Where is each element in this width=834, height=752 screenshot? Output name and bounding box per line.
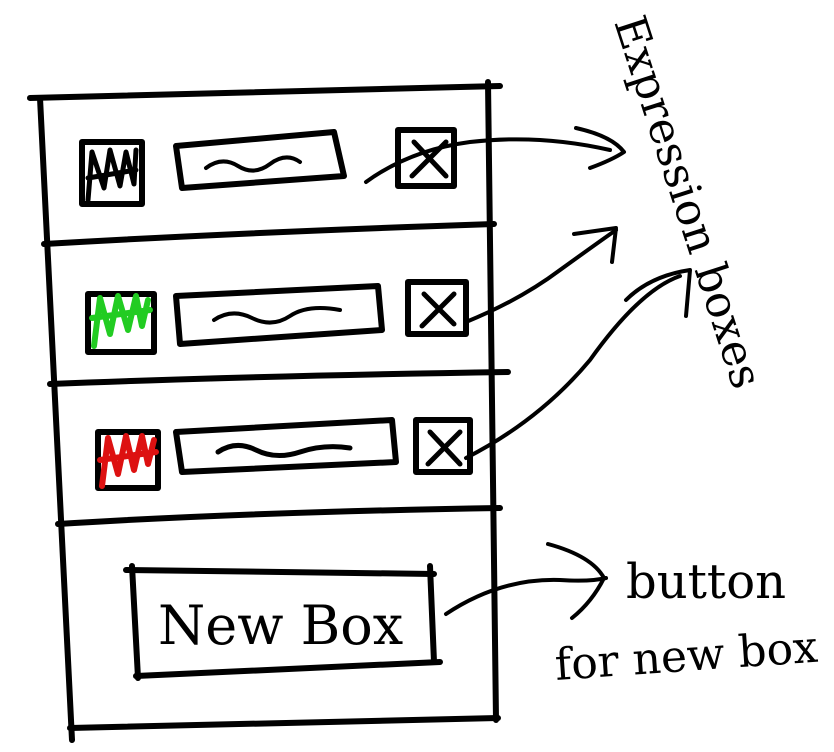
new-box-button[interactable]: New Box xyxy=(123,563,443,681)
panel-frame xyxy=(27,79,511,743)
expression-boxes-annotation: Expression boxes xyxy=(604,10,772,395)
button-annotation: button xyxy=(626,554,786,610)
expression-input[interactable] xyxy=(173,283,385,347)
scribble-swatch-icon[interactable] xyxy=(85,291,157,355)
expression-row xyxy=(79,127,457,207)
close-icon[interactable] xyxy=(413,417,473,475)
expression-input[interactable] xyxy=(173,417,399,475)
expression-input[interactable] xyxy=(173,129,347,191)
scribble-swatch-icon[interactable] xyxy=(95,429,161,491)
close-icon[interactable] xyxy=(405,279,469,337)
annotation-arrows xyxy=(364,126,692,620)
button-annotation-line2: for new box xyxy=(553,622,819,691)
expression-row xyxy=(85,279,469,355)
expression-row xyxy=(95,417,473,491)
new-box-label: New Box xyxy=(158,594,403,657)
scribble-swatch-icon[interactable] xyxy=(79,139,145,207)
